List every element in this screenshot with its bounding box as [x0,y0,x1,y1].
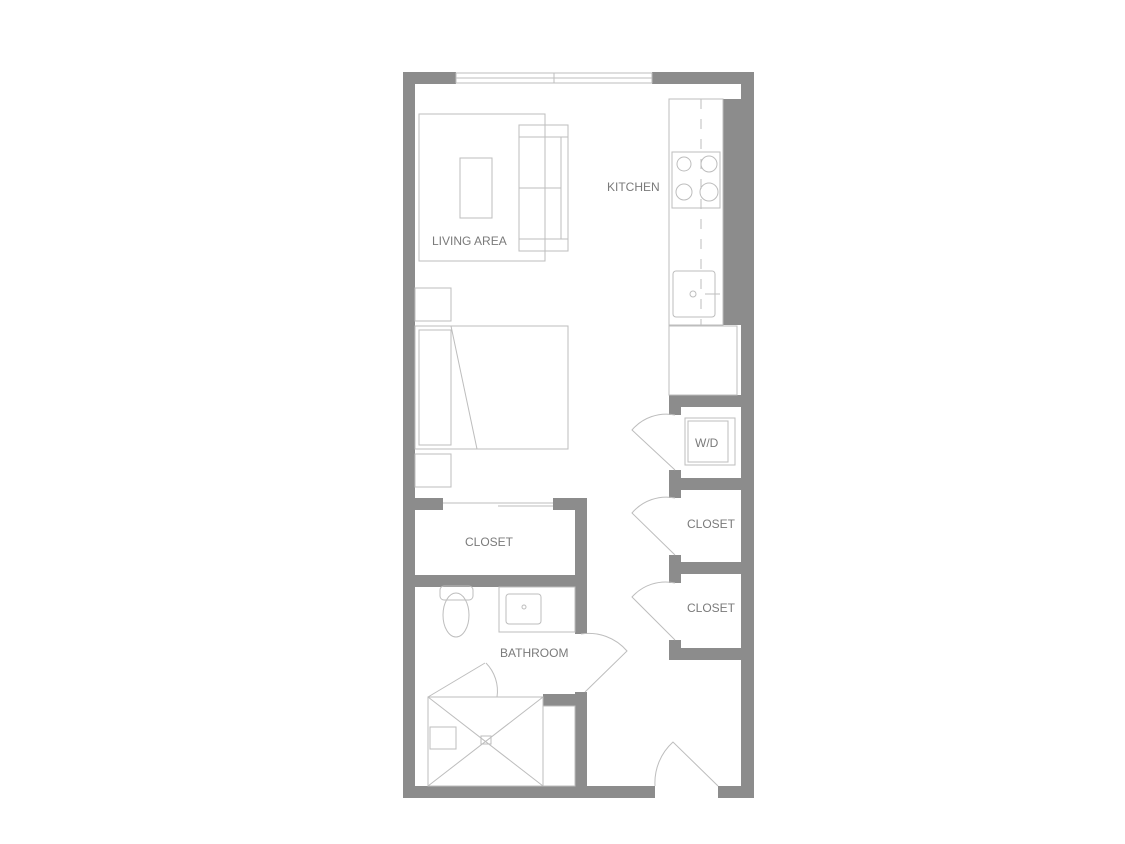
label-living-area: LIVING AREA [432,234,507,248]
bed [414,287,569,488]
label-kitchen: KITCHEN [607,180,660,194]
label-washer-dryer: W/D [695,436,719,450]
interior-walls [415,395,741,792]
bathroom-fixtures [427,585,576,787]
living-furniture [418,113,569,262]
label-bathroom: BATHROOM [500,646,568,660]
window [455,72,653,84]
label-closet-left: CLOSET [465,535,514,549]
washer-dryer [684,417,736,466]
exterior-walls [403,72,754,798]
label-closet-right-1: CLOSET [687,517,736,531]
label-closet-right-2: CLOSET [687,601,736,615]
doors [443,413,719,787]
kitchen-counter [668,98,738,396]
